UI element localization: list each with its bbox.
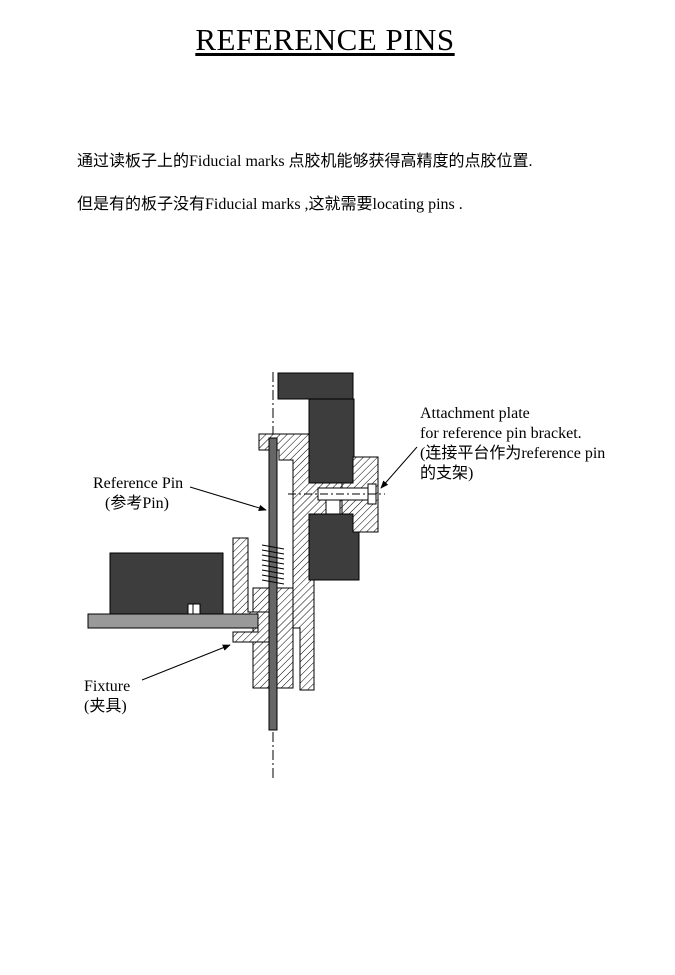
page-title: REFERENCE PINS (195, 22, 455, 57)
attachment-label-line: (连接平台作为reference pin (420, 445, 606, 462)
attachment-leader (380, 446, 418, 489)
upper-dark-block (308, 398, 355, 484)
fixture-label-line: Fixture (84, 678, 131, 695)
board (87, 613, 259, 629)
attachment-plate-label: Attachment plate for reference pin brack… (420, 404, 605, 484)
component-gap (192, 603, 201, 615)
attachment-label-line: Attachment plate (420, 405, 530, 422)
reference-pin-label-line: (参考Pin) (105, 495, 170, 512)
reference-pin-leader (189, 486, 267, 511)
intro-paragraph-1: 通过读板子上的Fiducial marks 点胶机能够获得高精度的点胶位置. (77, 153, 533, 170)
board-component (109, 552, 224, 615)
reference-pin-label-line: Reference Pin (93, 475, 184, 492)
fixture-leader (141, 644, 231, 681)
reference-pin-label: Reference Pin (参考Pin) (93, 474, 183, 514)
reference-pin (268, 437, 278, 731)
attachment-label-line: 的支架) (420, 465, 474, 482)
top-mount-block (277, 372, 354, 400)
fixture-label: Fixture (夹具) (84, 677, 130, 717)
intro-paragraph-2: 但是有的板子没有Fiducial marks ,这就需要locating pin… (77, 196, 463, 213)
screw-nut (325, 499, 341, 515)
attachment-label-line: for reference pin bracket. (420, 425, 582, 442)
attachment-screw (288, 483, 385, 505)
pin-spring (261, 544, 285, 585)
lower-dark-block (307, 513, 360, 581)
fixture-label-line: (夹具) (84, 698, 127, 715)
